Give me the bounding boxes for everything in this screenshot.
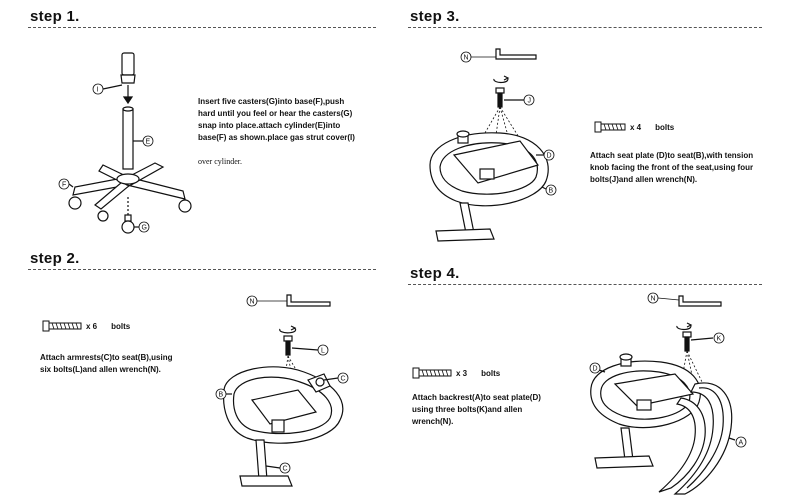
step3-label-j: J bbox=[528, 98, 532, 105]
step2-diagram: N L C B C bbox=[215, 294, 349, 487]
step2-bolt-row: x 6 bolts bbox=[42, 320, 130, 332]
step2-bolt-qty: x 6 bbox=[86, 321, 98, 331]
bolt-icon bbox=[594, 121, 626, 133]
step1-label-e: E bbox=[146, 139, 151, 146]
step1-instructions: Insert five casters(G)into base(F),push … bbox=[198, 84, 355, 168]
bolt-icon bbox=[42, 320, 82, 332]
step2-instructions: Attach armrests(C)to seat(B),using six b… bbox=[40, 353, 173, 374]
step3-bolt-qty: x 4 bbox=[630, 122, 642, 132]
step4-diagram: N K D A bbox=[589, 292, 747, 495]
step4-label-a: A bbox=[739, 440, 744, 447]
step1-label-g: G bbox=[142, 225, 147, 232]
step1-divider bbox=[28, 27, 376, 28]
step1-instructions-plain: over cylinder. bbox=[198, 157, 242, 166]
step2-label-n: N bbox=[250, 299, 255, 306]
step2-label-c-bottom: C bbox=[283, 466, 288, 473]
step4-instructions: Attach backrest(A)to seat plate(D) using… bbox=[412, 393, 541, 426]
step2-label-b: B bbox=[219, 392, 224, 399]
step1-instructions-bold: Insert five casters(G)into base(F),push … bbox=[198, 97, 355, 142]
step4-divider bbox=[408, 284, 762, 285]
step4-bolt-row: x 3 bolts bbox=[412, 367, 500, 379]
step3-bolt-word: bolts bbox=[655, 122, 675, 132]
step3-label-b: B bbox=[549, 188, 554, 195]
step1-label-i: I bbox=[97, 87, 99, 94]
step4-bolt-qty: x 3 bbox=[456, 368, 468, 378]
step1-label-f: F bbox=[62, 182, 66, 189]
step3-diagram: N J D B bbox=[429, 48, 557, 242]
bolt-icon bbox=[412, 367, 452, 379]
step1-diagram: I E F G bbox=[58, 52, 192, 234]
step3-label-d: D bbox=[547, 153, 552, 160]
step3-title: step 3. bbox=[410, 8, 460, 25]
step2-label-l: L bbox=[321, 348, 325, 355]
step1-title: step 1. bbox=[30, 8, 80, 25]
step4-label-n: N bbox=[651, 296, 656, 303]
step2-title: step 2. bbox=[30, 250, 80, 267]
step2-bolt-word: bolts bbox=[111, 321, 131, 331]
step3-label-n: N bbox=[464, 55, 469, 62]
step2-divider bbox=[28, 269, 376, 270]
step3-bolt-row: x 4 bolts bbox=[594, 121, 674, 133]
step4-label-k: K bbox=[717, 336, 722, 343]
step2-label-c-top: C bbox=[341, 376, 346, 383]
step4-label-d: D bbox=[593, 366, 598, 373]
step4-title: step 4. bbox=[410, 265, 460, 282]
step3-instructions: Attach seat plate (D)to seat(B),with ten… bbox=[590, 151, 754, 184]
step3-divider bbox=[408, 27, 762, 28]
step4-bolt-word: bolts bbox=[481, 368, 501, 378]
